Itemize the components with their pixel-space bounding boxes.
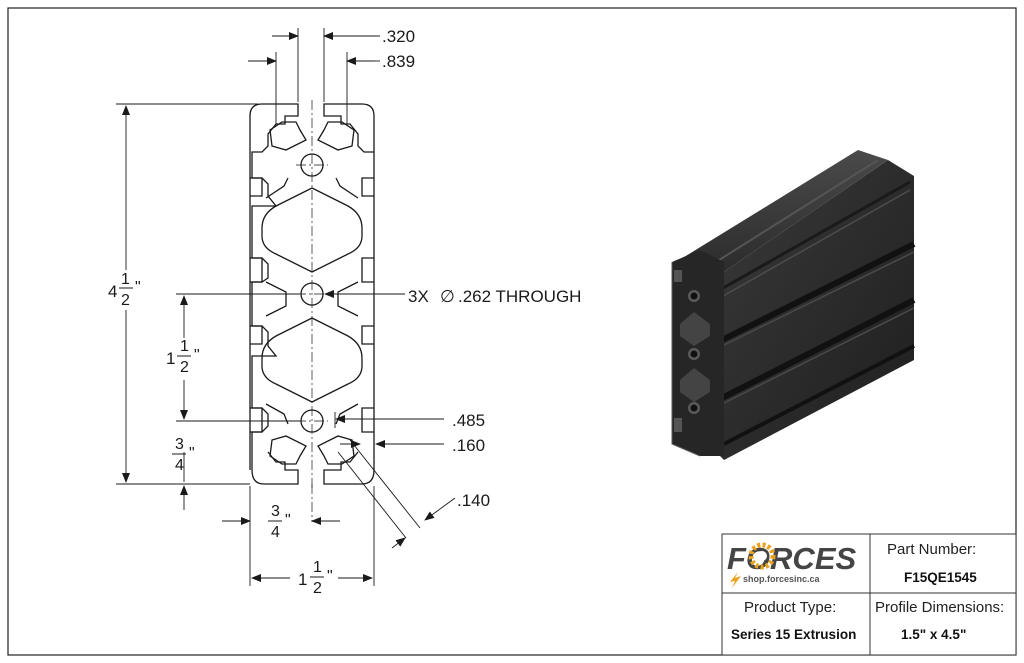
diameter-symbol: ∅ [440, 287, 455, 306]
product-type-value: Series 15 Extrusion [731, 627, 856, 642]
title-block: FORCES shop.forcesinc.ca Part Number: F1… [721, 533, 1017, 656]
logo-url: shop.forcesinc.ca [743, 574, 821, 584]
dim-width-inch: " [327, 568, 333, 585]
dim-slot-839: .839 [382, 52, 415, 71]
dim-width-den: 2 [313, 580, 322, 597]
hole-callout-prefix: 3X [408, 287, 429, 306]
dim-height-whole: 4 [108, 282, 117, 301]
dim-pitch-den: 2 [180, 359, 189, 376]
dim-width-whole: 1 [298, 570, 307, 589]
forces-logo: FORCES shop.forcesinc.ca [727, 541, 857, 588]
dim-pitch-num: 1 [180, 338, 189, 355]
dim-height-den: 2 [121, 292, 130, 309]
part-number-label: Part Number: [887, 541, 976, 558]
part-number-value: F15QE1545 [904, 570, 977, 585]
dim-bottom-edge-inch: " [285, 512, 291, 529]
logo-text: FORCES [727, 541, 857, 576]
dim-height-num: 1 [121, 271, 130, 288]
dim-height-inch: " [135, 279, 141, 296]
gear-icon [748, 542, 776, 570]
dim-pitch-whole: 1 [166, 349, 175, 368]
extrusion-3d-render [671, 150, 916, 460]
dim-bottom-edge-num: 3 [271, 503, 280, 520]
lightning-icon [730, 572, 741, 588]
profile-dimensions-label: Profile Dimensions: [875, 599, 1004, 616]
dim-wall-485: .485 [452, 411, 485, 430]
dimension-labels: .320 .839 4 1 2 " 3X ∅ .262 THROUGH 1 1 … [108, 27, 581, 597]
dim-pitch-inch: " [194, 347, 200, 364]
dim-edge-num: 3 [175, 436, 184, 453]
dim-slot-140: .140 [457, 491, 490, 510]
sheet-border [7, 7, 1017, 656]
profile-dimensions-value: 1.5" x 4.5" [901, 627, 966, 642]
dim-bottom-edge-den: 4 [271, 524, 280, 541]
dimension-lines [116, 28, 456, 586]
profile-outline [249, 103, 375, 485]
center-lines [296, 100, 328, 522]
hole-callout-value: .262 THROUGH [458, 287, 581, 306]
product-type-label: Product Type: [744, 599, 836, 616]
dim-wall-160: .160 [452, 436, 485, 455]
dim-edge-inch: " [189, 445, 195, 462]
dim-edge-den: 4 [175, 457, 184, 474]
dim-width-num: 1 [313, 559, 322, 576]
dim-slot-320: .320 [382, 27, 415, 46]
